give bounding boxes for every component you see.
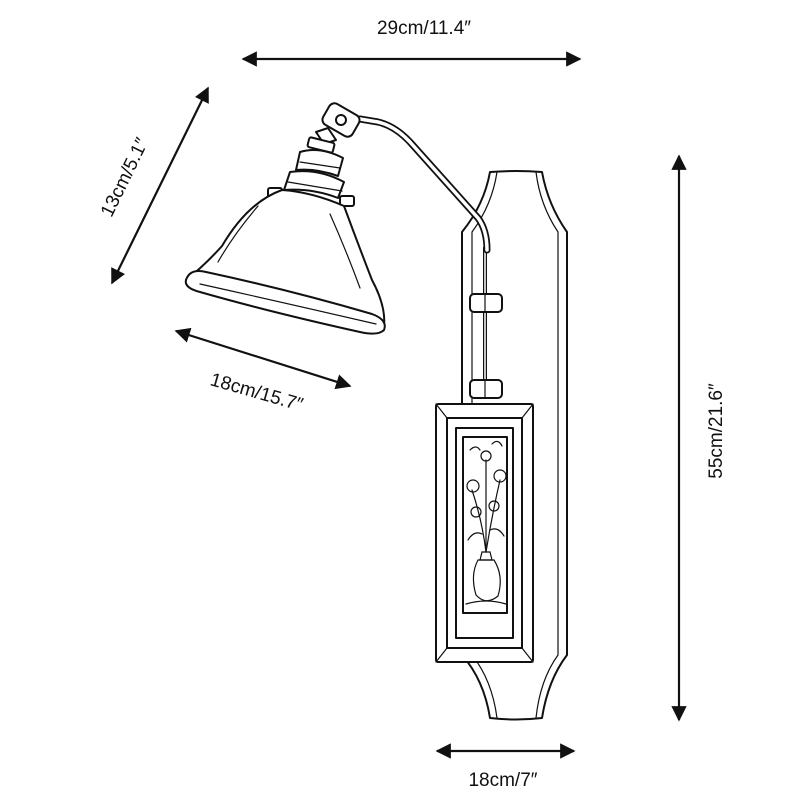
overall-height-dimension: 55cm/21.6″ [671, 154, 727, 722]
overall-width-dimension: 29cm/11.4″ [241, 18, 582, 67]
picture-frame [435, 403, 534, 663]
thumb-screw-right [339, 195, 355, 207]
wall-lamp-illustration [184, 102, 568, 721]
upper-rod-clamp [469, 293, 503, 313]
arm-knuckle-joint [321, 102, 361, 138]
backplate-width-dimension: 18cm/7″ [435, 743, 576, 791]
overall-height-label: 55cm/21.6″ [706, 383, 727, 479]
lamp-socket [267, 127, 355, 207]
shade-rim [184, 270, 386, 335]
shade-diameter-dimension: 18cm/15.7″ [174, 327, 352, 416]
floral-vase-art [465, 440, 507, 605]
overall-width-label: 29cm/11.4″ [377, 18, 471, 39]
shade-height-arrow [111, 86, 209, 285]
lower-rod-clamp [469, 379, 503, 399]
shade-diameter-arrow [174, 327, 352, 390]
backplate-width-label: 18cm/7″ [468, 770, 537, 791]
shade-height-dimension: 13cm/5.1″ [97, 86, 209, 285]
backplate-bevel-right [535, 171, 559, 719]
shade-diameter-label: 18cm/15.7″ [208, 369, 306, 416]
shade-height-label: 13cm/5.1″ [97, 135, 153, 221]
bell-shade [184, 189, 386, 335]
